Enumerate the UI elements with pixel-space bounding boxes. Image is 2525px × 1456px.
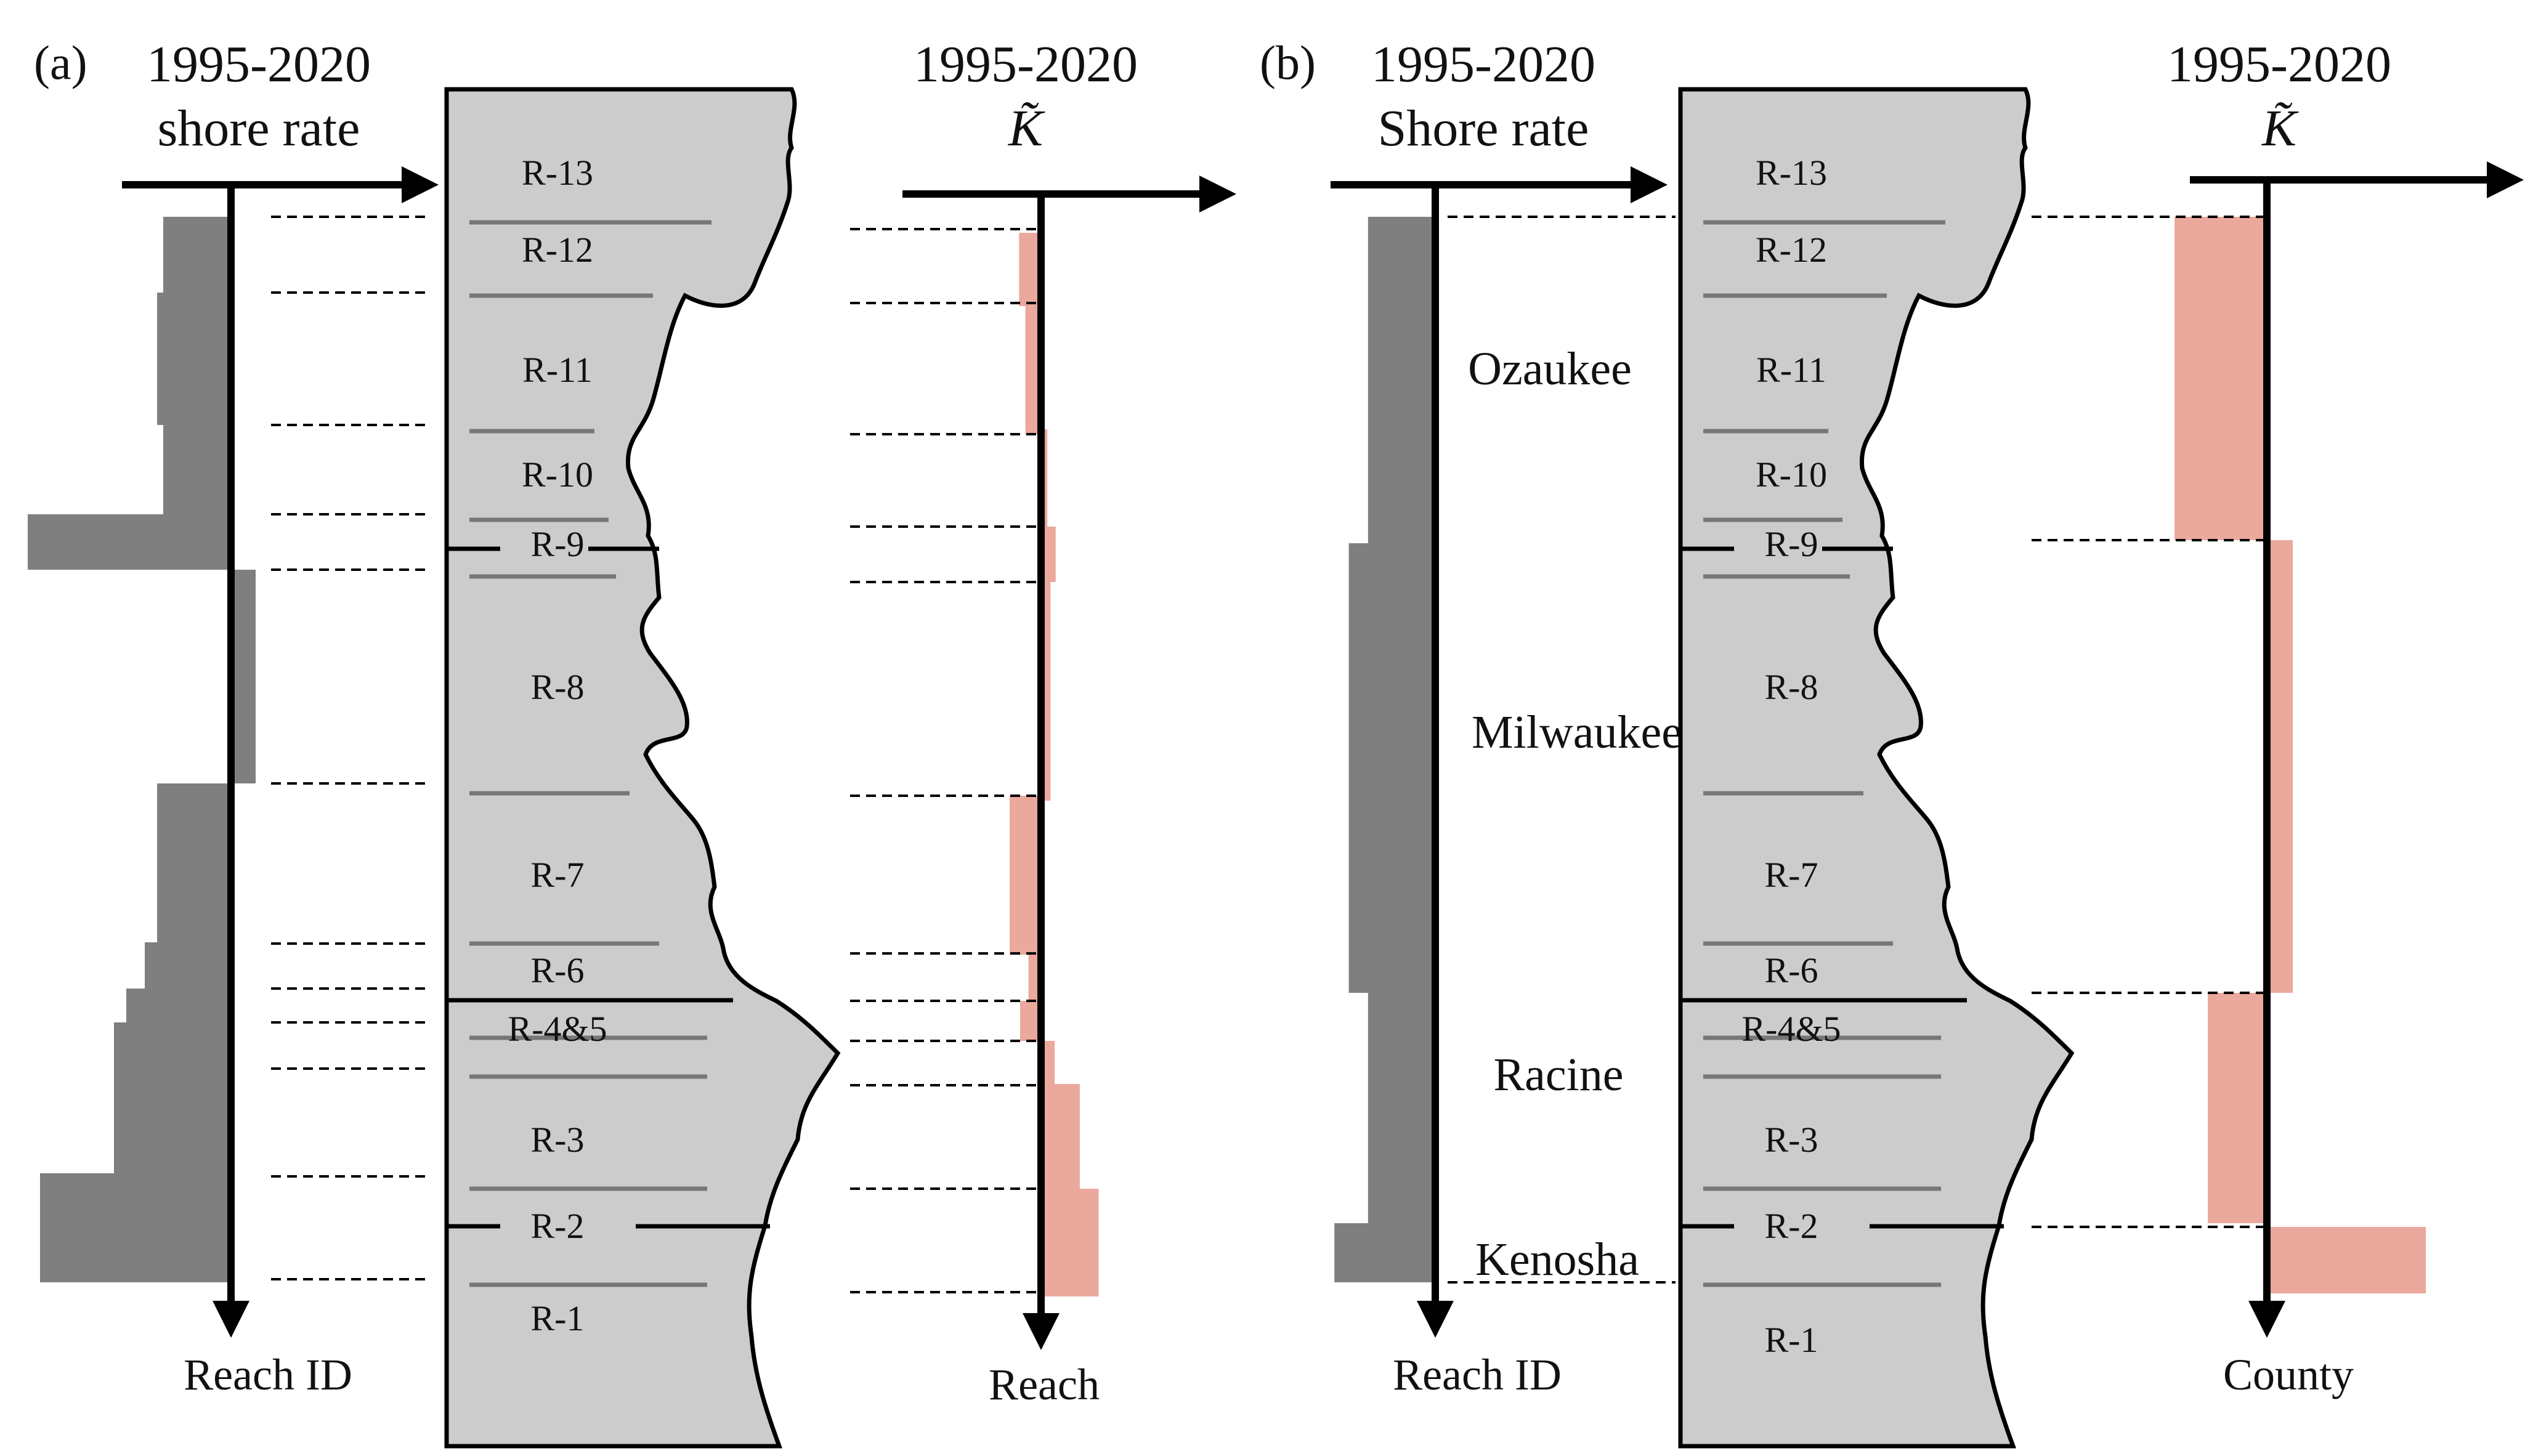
panel-a-reach-label-r-7: R-7 xyxy=(531,855,585,895)
panel-a-reach-label-r-2: R-2 xyxy=(531,1206,585,1246)
panel-a-shore-bar-r-12 xyxy=(163,217,231,293)
panel-a-k-bar-r-1 xyxy=(1041,1189,1099,1296)
panel-a-shore-bars xyxy=(28,217,256,1282)
panel-b-shore-axis-label: Reach ID xyxy=(1393,1350,1562,1399)
panel-a-k-bar-r-7 xyxy=(1010,796,1041,955)
panel-a-k-boundaries xyxy=(850,228,1041,1293)
panel-a-shore-title-line2: shore rate xyxy=(158,100,360,157)
panel-b-reach-label-r-10: R-10 xyxy=(1756,455,1827,495)
panel-a-shore-bar-r-7 xyxy=(157,783,231,942)
panel-a-reach-label-r-6: R-6 xyxy=(531,950,585,990)
panel-a-shore-title-line1: 1995-2020 xyxy=(147,36,371,93)
panel-a-shore-axis-label: Reach ID xyxy=(184,1350,352,1399)
panel-b-k-bar-ozaukee xyxy=(2174,217,2267,540)
panel-a-reach-label-r-1: R-1 xyxy=(531,1298,585,1338)
panel-a-reach-label-r-12: R-12 xyxy=(522,230,593,270)
panel-b-k-bar-milwaukee xyxy=(2267,540,2293,993)
panel-a-label: (a) xyxy=(34,36,87,89)
panel-b-k-bar-kenosha xyxy=(2267,1227,2426,1293)
panel-b-reach-label-r-4-5: R-4&5 xyxy=(1741,1009,1841,1049)
panel-b-reach-label-r-13: R-13 xyxy=(1756,153,1827,193)
panel-b-k-chart: 1995-2020 K̃ County xyxy=(2032,36,2524,1399)
panel-a-reach-label-r-3: R-3 xyxy=(531,1120,585,1160)
panel-a-shore-bar-r-11 xyxy=(157,293,231,425)
panel-b-label: (b) xyxy=(1260,36,1316,89)
panel-a-shore-bar-r-6 xyxy=(145,942,231,989)
panel-a-shore-bar-r-4 xyxy=(114,1022,231,1062)
panel-b-reach-lines xyxy=(1680,220,2004,1287)
panel-b-reach-label-r-8: R-8 xyxy=(1765,667,1818,707)
panel-a-reach-label-r-4-5: R-4&5 xyxy=(508,1009,607,1049)
panel-a-k-chart: 1995-2020 K̃ Reach xyxy=(850,36,1236,1409)
panel-a-k-title-line2: K̃ xyxy=(1008,100,1045,157)
panel-a-shore-boundaries xyxy=(271,216,425,1280)
panel-a-shoreline-map: R-13R-12R-11R-10R-9R-8R-7R-6R-4&5R-3R-2R… xyxy=(444,87,841,1449)
panel-b-k-boundaries xyxy=(2032,216,2267,1228)
panel-b-reach-label-r-2: R-2 xyxy=(1765,1206,1818,1246)
county-label-kenosha: Kenosha xyxy=(1475,1234,1639,1285)
panel-b-k-title-line1: 1995-2020 xyxy=(2167,36,2391,93)
panel-b-reach-label-r-1: R-1 xyxy=(1765,1320,1818,1360)
panel-b-shore-title-line2: Shore rate xyxy=(1378,100,1589,157)
panel-b-k-title-line2: K̃ xyxy=(2261,100,2299,157)
panel-b-shore-bar-racine xyxy=(1368,993,1435,1223)
panel-a-k-title-line1: 1995-2020 xyxy=(914,36,1138,93)
panel-a-shore-bar-r-5 xyxy=(126,989,231,1022)
panel-b-shore-bars xyxy=(1334,217,1435,1282)
panel-a-shore-bar-r-2 xyxy=(40,1173,231,1282)
panel-a-reach-label-r-13: R-13 xyxy=(522,153,593,193)
panel-a: (a) 1995-2020 shore rate Reach ID xyxy=(28,36,1236,1449)
county-label-racine: Racine xyxy=(1493,1049,1623,1101)
panel-b: (b) 1995-2020 Shore rate Reach ID Ozauke… xyxy=(1260,36,2524,1449)
panel-a-reach-label-r-8: R-8 xyxy=(531,667,585,707)
panel-b-shore-chart: 1995-2020 Shore rate Reach ID OzaukeeMil… xyxy=(1331,36,1682,1399)
panel-b-reach-label-r-11: R-11 xyxy=(1756,350,1826,390)
panel-a-k-bars xyxy=(1010,233,1099,1296)
panel-b-reach-label-r-9: R-9 xyxy=(1765,524,1818,564)
panel-b-shore-title-line1: 1995-2020 xyxy=(1371,36,1595,93)
panel-a-k-bar-r-2 xyxy=(1041,1084,1080,1189)
panel-b-k-bar-racine xyxy=(2208,993,2267,1223)
panel-a-shore-chart: 1995-2020 shore rate Reach ID xyxy=(28,36,439,1399)
panel-a-reach-label-r-10: R-10 xyxy=(522,455,593,495)
county-label-ozaukee: Ozaukee xyxy=(1468,343,1632,395)
panel-a-shore-bar-r-3 xyxy=(114,1062,231,1173)
panel-b-shore-land xyxy=(1678,87,2075,1449)
panel-b-reach-labels: R-13R-12R-11R-10R-9R-8R-7R-6R-4&5R-3R-2R… xyxy=(1741,153,1841,1360)
panel-a-shore-land xyxy=(444,87,841,1449)
panel-a-shore-bar-r-10 xyxy=(163,425,231,514)
panel-a-reach-label-r-9: R-9 xyxy=(531,524,585,564)
panel-b-k-bars xyxy=(2174,217,2426,1293)
panel-b-reach-label-r-12: R-12 xyxy=(1756,230,1827,270)
panel-a-reach-labels: R-13R-12R-11R-10R-9R-8R-7R-6R-4&5R-3R-2R… xyxy=(508,153,607,1338)
panel-b-reach-label-r-7: R-7 xyxy=(1765,855,1818,895)
panel-b-k-axis-label: County xyxy=(2223,1350,2354,1399)
panel-b-reach-label-r-3: R-3 xyxy=(1765,1120,1818,1160)
county-label-milwaukee: Milwaukee xyxy=(1472,706,1682,758)
panel-b-reach-label-r-6: R-6 xyxy=(1765,950,1818,990)
panel-b-shore-bar-kenosha xyxy=(1334,1223,1435,1282)
panel-a-shore-bar-r-8 xyxy=(231,570,256,783)
panel-a-reach-label-r-11: R-11 xyxy=(522,350,593,390)
panel-b-shoreline-map: R-13R-12R-11R-10R-9R-8R-7R-6R-4&5R-3R-2R… xyxy=(1678,87,2075,1449)
panel-a-shore-bar-r-9 xyxy=(28,514,231,570)
panel-b-shore-bar-ozaukee xyxy=(1368,217,1435,543)
panel-a-reach-lines xyxy=(447,220,770,1287)
panel-b-shore-bar-milwaukee xyxy=(1348,543,1435,993)
panel-a-k-axis-label: Reach xyxy=(989,1360,1100,1409)
